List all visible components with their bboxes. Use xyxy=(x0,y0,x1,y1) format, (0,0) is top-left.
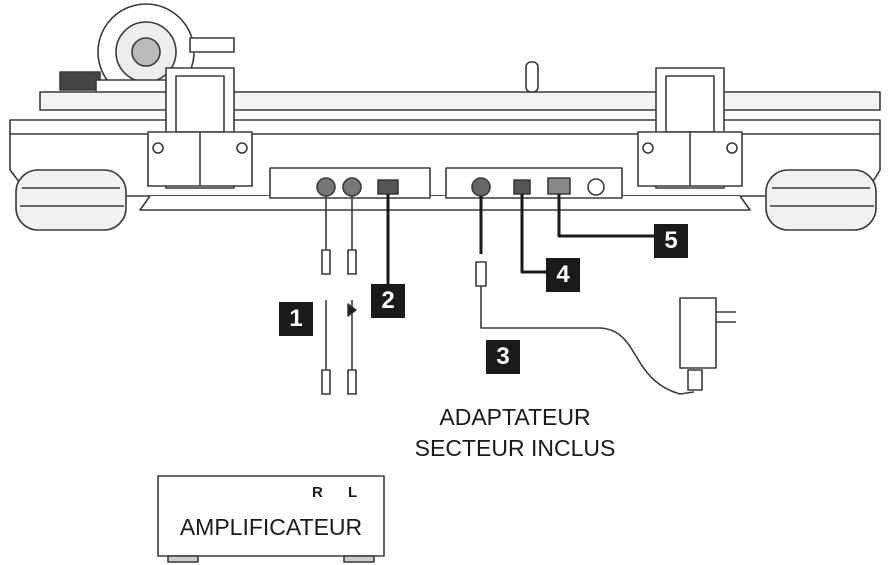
hinge-left xyxy=(147,67,253,189)
adapter-caption: ADAPTATEUR SECTEUR INCLUS xyxy=(380,402,650,464)
callout-5: 5 xyxy=(654,224,688,258)
spindle xyxy=(525,61,539,93)
amplifier-label: AMPLIFICATEUR xyxy=(179,514,363,540)
arrow-down-icon xyxy=(347,303,357,317)
switch-2 xyxy=(377,179,399,195)
callout-1: 1 xyxy=(279,302,313,336)
usb-port xyxy=(547,177,571,195)
rca-jack-left xyxy=(342,177,362,197)
callout-4: 4 xyxy=(546,258,580,292)
leader-lines xyxy=(386,194,654,284)
turntable-body xyxy=(9,119,881,197)
callout-3: 3 xyxy=(486,340,520,374)
amplifier-box xyxy=(157,475,385,563)
foot-left xyxy=(15,169,127,231)
amplifier-right-channel: R xyxy=(312,484,323,501)
rca-jack-right xyxy=(316,177,336,197)
power-adapter xyxy=(679,297,736,391)
callout-2: 2 xyxy=(371,284,405,318)
power-cable xyxy=(480,284,695,395)
adapter-caption-line2: SECTEUR INCLUS xyxy=(414,435,616,461)
amplifier-left-channel: L xyxy=(348,484,358,501)
adapter-caption-line1: ADAPTATEUR xyxy=(439,404,591,430)
rear-knob xyxy=(587,178,605,196)
rca-cable-pair xyxy=(321,196,357,395)
foot-right xyxy=(765,169,877,231)
switch-4 xyxy=(513,179,531,195)
dc-jack xyxy=(471,177,491,197)
hinge-right xyxy=(637,67,743,189)
